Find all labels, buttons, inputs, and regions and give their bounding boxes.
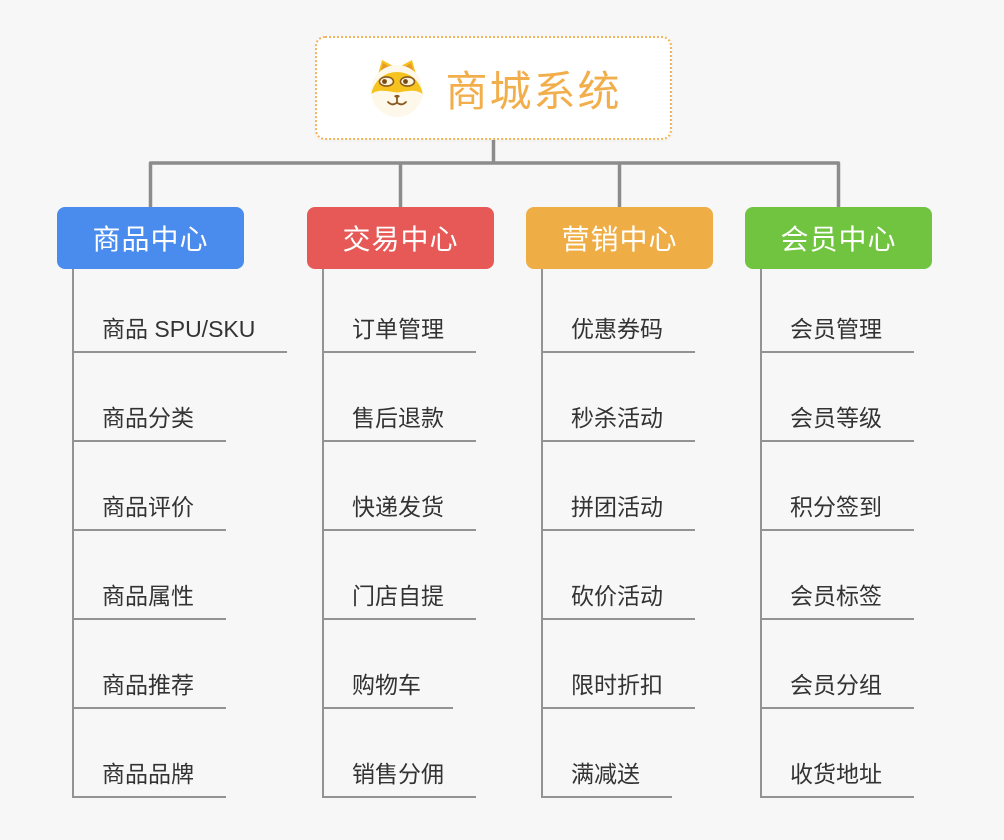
branch-marketing-center-leaves: 优惠券码 秒杀活动 拼团活动 砍价活动 限时折扣 满减送 (541, 269, 695, 798)
leaf-item[interactable]: 门店自提 (324, 531, 476, 620)
branch-marketing-center: 营销中心 优惠券码 秒杀活动 拼团活动 砍价活动 限时折扣 满减送 (526, 207, 713, 798)
leaf-item[interactable]: 订单管理 (324, 269, 476, 353)
leaf-item[interactable]: 限时折扣 (543, 620, 695, 709)
leaf-item[interactable]: 收货地址 (762, 709, 914, 798)
leaf-item[interactable]: 积分签到 (762, 442, 914, 531)
shiba-dog-icon (365, 56, 429, 120)
branch-product-center-leaves: 商品 SPU/SKU 商品分类 商品评价 商品属性 商品推荐 商品品牌 (72, 269, 288, 798)
branch-header-member-center[interactable]: 会员中心 (745, 207, 932, 269)
branch-trade-center: 交易中心 订单管理 售后退款 快递发货 门店自提 购物车 销售分佣 (307, 207, 494, 798)
branch-member-center-leaves: 会员管理 会员等级 积分签到 会员标签 会员分组 收货地址 (760, 269, 914, 798)
leaf-item[interactable]: 会员标签 (762, 531, 914, 620)
branch-member-center: 会员中心 会员管理 会员等级 积分签到 会员标签 会员分组 收货地址 (745, 207, 932, 798)
branch-product-center: 商品中心 商品 SPU/SKU 商品分类 商品评价 商品属性 商品推荐 商品品牌 (57, 207, 288, 798)
branch-header-product-center[interactable]: 商品中心 (57, 207, 244, 269)
leaf-item[interactable]: 会员管理 (762, 269, 914, 353)
leaf-item[interactable]: 快递发货 (324, 442, 476, 531)
branch-header-trade-center[interactable]: 交易中心 (307, 207, 494, 269)
leaf-item[interactable]: 商品推荐 (74, 620, 226, 709)
leaf-item[interactable]: 商品属性 (74, 531, 226, 620)
branch-header-marketing-center[interactable]: 营销中心 (526, 207, 713, 269)
leaf-item[interactable]: 秒杀活动 (543, 353, 695, 442)
leaf-item[interactable]: 销售分佣 (324, 709, 476, 798)
leaf-item[interactable]: 会员分组 (762, 620, 914, 709)
leaf-item[interactable]: 商品品牌 (74, 709, 226, 798)
leaf-item[interactable]: 商品 SPU/SKU (74, 269, 288, 353)
root-node-mall-system[interactable]: 商城系统 (315, 36, 672, 140)
leaf-item[interactable]: 购物车 (324, 620, 453, 709)
leaf-item[interactable]: 砍价活动 (543, 531, 695, 620)
leaf-item[interactable]: 拼团活动 (543, 442, 695, 531)
root-title: 商城系统 (445, 67, 622, 115)
leaf-item[interactable]: 优惠券码 (543, 269, 695, 353)
leaf-item[interactable]: 商品分类 (74, 353, 226, 442)
leaf-item[interactable]: 会员等级 (762, 353, 914, 442)
branch-trade-center-leaves: 订单管理 售后退款 快递发货 门店自提 购物车 销售分佣 (322, 269, 476, 798)
leaf-item[interactable]: 售后退款 (324, 353, 476, 442)
leaf-item[interactable]: 满减送 (543, 709, 672, 798)
leaf-item[interactable]: 商品评价 (74, 442, 226, 531)
